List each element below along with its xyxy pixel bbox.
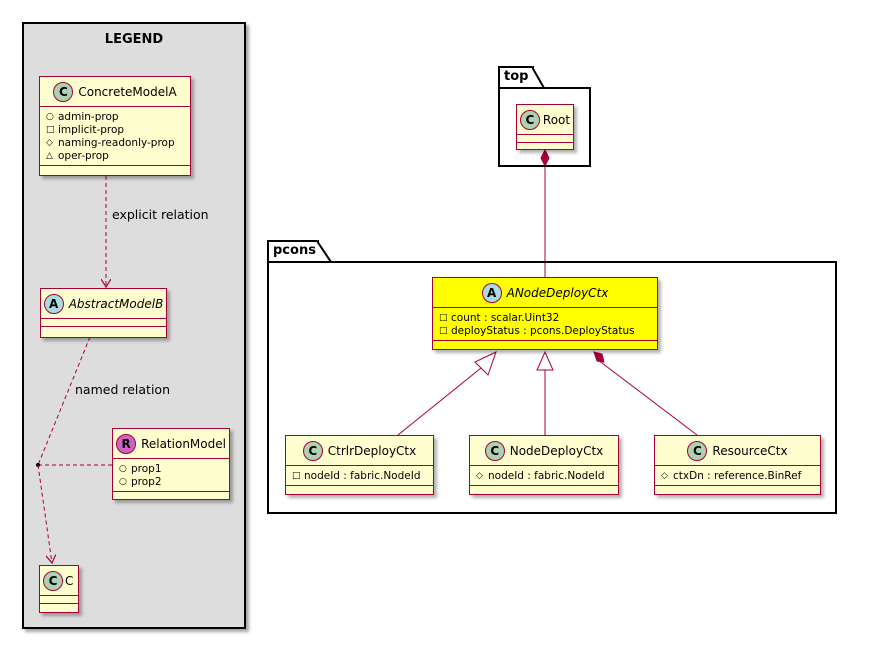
- class-attributes: ◇ ctxDn : reference.BinRef: [655, 466, 820, 486]
- class-node-deploy-ctx: C NodeDeployCtx ◇ nodeId : fabric.NodeId: [469, 435, 619, 495]
- class-attributes: [517, 135, 573, 143]
- class-c-icon: C: [519, 109, 540, 130]
- private-icon: □: [292, 470, 301, 481]
- class-name: Root: [542, 112, 571, 127]
- class-c: C C: [39, 565, 79, 613]
- package-top-tab-corner: [532, 66, 545, 88]
- attr-text: admin-prop: [58, 110, 119, 123]
- package-top-tab: top: [498, 66, 534, 88]
- class-header: C CtrlrDeployCtx: [286, 436, 433, 466]
- class-root: C Root: [516, 104, 574, 150]
- class-c-icon: C: [302, 440, 323, 461]
- class-name: ResourceCtx: [712, 443, 788, 458]
- class-header: C Root: [517, 105, 573, 135]
- class-header: A ANodeDeployCtx: [433, 278, 657, 308]
- class-relation-model: R RelationModel ○ prop1 ○ prop2: [112, 428, 230, 500]
- class-header: C NodeDeployCtx: [470, 436, 618, 466]
- attr-text: deployStatus : pcons.DeployStatus: [451, 324, 635, 337]
- class-attributes: □count : scalar.Uint32 □deployStatus : p…: [433, 308, 657, 341]
- relation-icon: R: [116, 433, 137, 454]
- private-icon: □: [46, 124, 55, 135]
- public-icon: ○: [46, 111, 54, 122]
- attr-text: nodeId : fabric.NodeId: [488, 469, 605, 482]
- class-ctrlr-deploy-ctx: C CtrlrDeployCtx □nodeId : fabric.NodeId: [285, 435, 434, 495]
- class-methods: [433, 341, 657, 349]
- class-methods: [113, 492, 229, 500]
- class-attributes: ○ prop1 ○ prop2: [113, 459, 229, 492]
- private-icon: □: [439, 325, 448, 336]
- attr-text: implicit-prop: [58, 123, 125, 136]
- class-c-icon: C: [53, 81, 74, 102]
- class-name: AbstractModelB: [68, 296, 164, 311]
- attr-text: nodeId : fabric.NodeId: [304, 469, 421, 482]
- class-attributes: [40, 596, 78, 604]
- protected-icon: ◇: [661, 470, 668, 481]
- abstract-icon: A: [43, 293, 64, 314]
- resource-composition-diamond: [593, 351, 605, 363]
- class-name: RelationModel: [141, 436, 226, 451]
- class-methods: [470, 486, 618, 494]
- attr-text: count : scalar.Uint32: [451, 311, 560, 324]
- class-header: C ResourceCtx: [655, 436, 820, 466]
- class-c-icon: C: [43, 570, 63, 591]
- public-icon: ○: [119, 476, 127, 487]
- protected-icon: ◇: [46, 137, 53, 148]
- class-methods: [40, 166, 190, 174]
- attr-text: prop2: [131, 475, 162, 488]
- class-attributes: [41, 319, 166, 327]
- named-relation-label: named relation: [75, 382, 170, 397]
- class-c-icon: C: [484, 440, 505, 461]
- class-header: R RelationModel: [113, 429, 229, 459]
- protected-icon: ◇: [476, 470, 483, 481]
- class-resource-ctx: C ResourceCtx ◇ ctxDn : reference.BinRef: [654, 435, 821, 495]
- attr-text: naming-readonly-prop: [58, 136, 175, 149]
- explicit-relation-label: explicit relation: [112, 207, 209, 222]
- class-methods: [40, 604, 78, 612]
- class-methods: [286, 486, 433, 494]
- ctrlr-generalization-edge: [397, 363, 487, 436]
- class-attributes: ○ admin-prop □implicit-prop ◇ naming-reado…: [40, 107, 190, 166]
- class-header: C C: [40, 566, 78, 596]
- resource-composition-edge: [597, 359, 698, 436]
- class-name: CtrlrDeployCtx: [327, 443, 417, 458]
- class-methods: [517, 143, 573, 151]
- private-icon: □: [439, 312, 448, 323]
- class-anode-deploy-ctx: A ANodeDeployCtx □count : scalar.Uint32 …: [432, 277, 658, 350]
- class-concrete-model-a: C ConcreteModelA ○ admin-prop □implicit-p…: [39, 76, 191, 176]
- package-pcons-tab: pcons: [267, 240, 319, 262]
- class-abstract-model-b: A AbstractModelB: [40, 288, 167, 338]
- package-top: [498, 87, 591, 167]
- class-attributes: □nodeId : fabric.NodeId: [286, 466, 433, 486]
- public-icon: ○: [119, 463, 127, 474]
- class-methods: [655, 486, 820, 494]
- ctrlr-generalization-arrow: [474, 351, 497, 376]
- attr-text: ctxDn : reference.BinRef: [673, 469, 802, 482]
- legend-title: LEGEND: [104, 32, 164, 47]
- class-attributes: ◇ nodeId : fabric.NodeId: [470, 466, 618, 486]
- package-pcons-tab-corner: [317, 240, 332, 262]
- abstract-icon: A: [481, 282, 502, 303]
- class-header: C ConcreteModelA: [40, 77, 190, 107]
- package-pcons: [267, 261, 837, 514]
- named-relation-target-edge: [37, 464, 52, 563]
- class-header: A AbstractModelB: [41, 289, 166, 319]
- class-name: NodeDeployCtx: [509, 443, 604, 458]
- attr-text: oper-prop: [58, 149, 109, 162]
- class-methods: [41, 327, 166, 335]
- package-icon: △: [46, 150, 53, 161]
- named-relation-edge: [37, 336, 91, 466]
- class-name: ANodeDeployCtx: [506, 285, 609, 300]
- node-generalization-arrow: [536, 350, 554, 371]
- class-c-icon: C: [687, 440, 708, 461]
- class-name: ConcreteModelA: [78, 84, 177, 99]
- attr-text: prop1: [131, 462, 162, 475]
- class-name: C: [65, 573, 74, 588]
